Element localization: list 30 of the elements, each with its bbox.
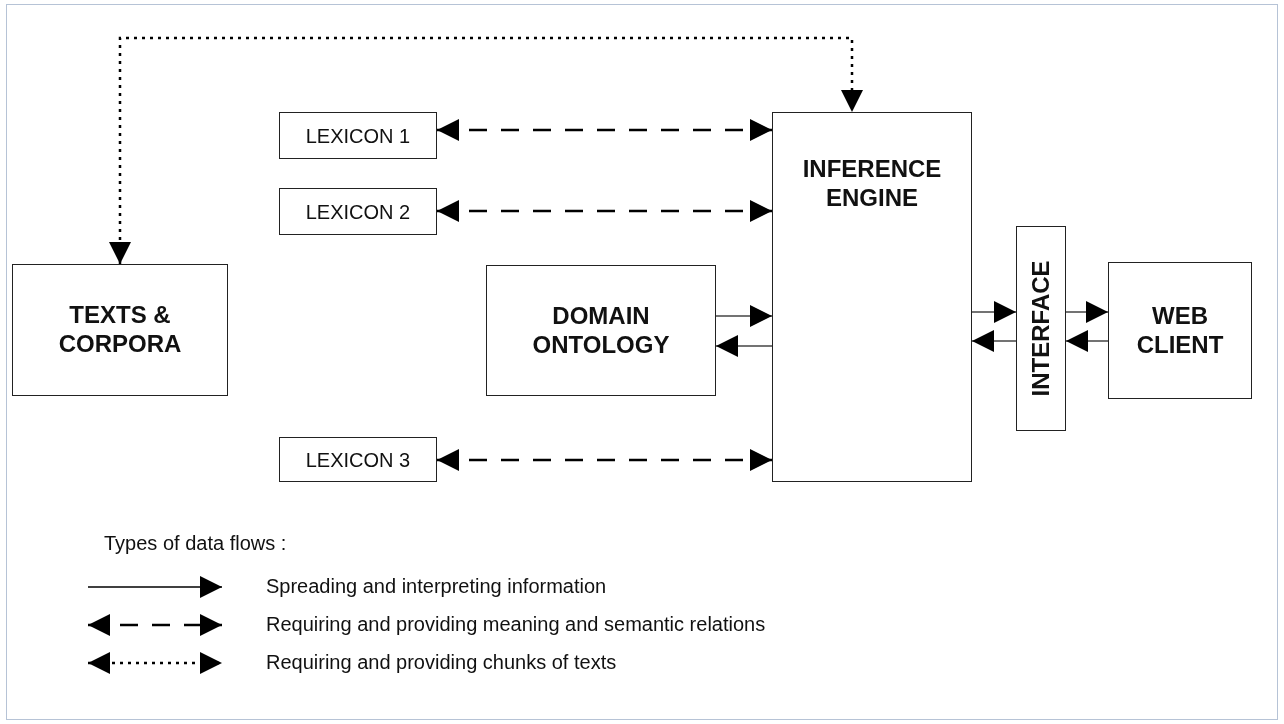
process-box <box>279 112 437 159</box>
dashed-double-arrow <box>437 200 772 222</box>
dashed-double-arrow <box>437 449 772 471</box>
dashed-double-arrow <box>109 36 863 264</box>
arrow <box>1065 330 1109 352</box>
legend-text: Requiring and providing meaning and semantic relations <box>266 613 766 636</box>
process-box <box>279 188 437 235</box>
legend-title: Types of data flows : <box>104 532 287 555</box>
box-label: LEXICON 3 <box>305 447 411 472</box>
box-label: INTERFACE <box>1026 260 1055 397</box>
process-box <box>279 437 437 482</box>
box-label: LEXICON 2 <box>305 199 411 224</box>
process-box <box>772 112 972 482</box>
legend-text: Requiring and providing chunks of texts <box>266 651 617 674</box>
box-label: DOMAIN ONTOLOGY <box>531 301 671 360</box>
process-box <box>12 264 228 396</box>
process-box <box>486 265 716 396</box>
dashed-double-arrow <box>437 119 772 141</box>
arrow <box>715 335 773 357</box>
box-label: LEXICON 1 <box>305 123 411 148</box>
arrow <box>971 330 1017 352</box>
arrow <box>971 301 1017 323</box>
box-label: INFERENCE ENGINE <box>801 155 943 213</box>
box-label: WEB CLIENT <box>1135 301 1225 360</box>
process-box <box>1108 262 1252 399</box>
process-box <box>1016 226 1066 431</box>
legend-text: Spreading and interpreting information <box>266 575 607 598</box>
arrow <box>715 305 773 327</box>
arrow <box>1065 301 1109 323</box>
box-label: TEXTS & CORPORA <box>57 301 183 359</box>
